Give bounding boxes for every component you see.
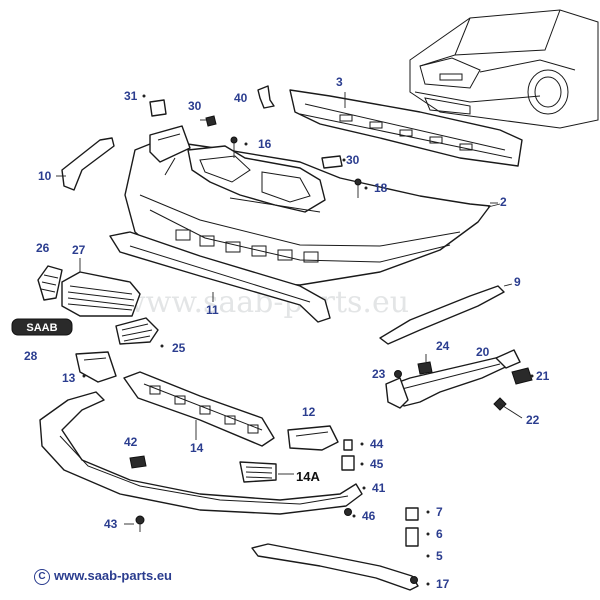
callouts: 2 3 5 6 7 9 10 11 12 13 14 14A 16 17 18 … xyxy=(24,75,550,591)
fastener-45 xyxy=(341,455,355,471)
fastener-43 xyxy=(135,515,145,532)
part-2-bumper-cover xyxy=(124,125,501,286)
part-13-bracket xyxy=(75,351,117,383)
callout-22: 22 xyxy=(526,413,540,427)
callout-9: 9 xyxy=(514,275,521,289)
callout-31: 31 xyxy=(124,89,138,103)
callout-44: 44 xyxy=(370,437,384,451)
callout-23: 23 xyxy=(372,367,386,381)
callout-30-upper: 30 xyxy=(188,99,202,113)
callout-12: 12 xyxy=(302,405,316,419)
part-27-grille xyxy=(61,258,141,317)
part-25-mesh xyxy=(115,317,159,345)
part-9-trim-strip xyxy=(379,283,513,345)
callout-3: 3 xyxy=(336,75,343,89)
part-3-impact-absorber xyxy=(289,89,523,167)
callout-11: 11 xyxy=(206,303,219,317)
fastener-6 xyxy=(405,527,419,547)
part-41-front-spoiler xyxy=(39,391,363,515)
part-21-clip xyxy=(511,367,533,385)
callout-26: 26 xyxy=(36,241,50,255)
callout-27: 27 xyxy=(72,243,86,257)
copyright-url[interactable]: www.saab-parts.eu xyxy=(54,568,172,583)
copyright-symbol: C xyxy=(34,568,50,585)
callout-17: 17 xyxy=(436,577,450,591)
fastener-17 xyxy=(410,576,418,584)
callout-16: 16 xyxy=(258,137,272,151)
part-22-bolt xyxy=(493,397,523,419)
callout-14a: 14A xyxy=(296,469,320,484)
part-20-bracket-assembly xyxy=(385,349,521,409)
callout-46: 46 xyxy=(362,509,376,523)
part-28-emblem: SAAB xyxy=(11,318,73,336)
part-12-fog-cover xyxy=(287,425,339,451)
callout-42: 42 xyxy=(124,435,138,449)
callout-5: 5 xyxy=(436,549,443,563)
callout-7: 7 xyxy=(436,505,443,519)
part-42-clip xyxy=(129,455,147,469)
fastener-23 xyxy=(394,370,402,378)
callout-13: 13 xyxy=(62,371,76,385)
callout-28: 28 xyxy=(24,349,38,363)
callout-10: 10 xyxy=(38,169,52,183)
car-illustration xyxy=(409,9,599,129)
part-14-lower-grille xyxy=(123,371,275,447)
callout-20: 20 xyxy=(476,345,490,359)
fastener-16 xyxy=(230,136,238,158)
callout-43: 43 xyxy=(104,517,118,531)
part-10-side-trim xyxy=(56,137,115,191)
part-30-clip-lower xyxy=(321,155,343,169)
fastener-46 xyxy=(344,508,352,516)
callout-24: 24 xyxy=(436,339,450,353)
fastener-7 xyxy=(405,507,419,521)
callout-18: 18 xyxy=(374,181,388,195)
part-5-side-trim xyxy=(251,543,419,591)
fastener-18 xyxy=(354,178,362,198)
callout-21: 21 xyxy=(536,369,550,383)
callout-41: 41 xyxy=(372,481,386,495)
callout-2: 2 xyxy=(500,195,507,209)
callout-25: 25 xyxy=(172,341,186,355)
part-24-clip xyxy=(417,361,433,375)
fastener-44 xyxy=(343,439,353,451)
part-11-lower-strip xyxy=(109,231,331,323)
part-40-clip xyxy=(257,85,275,109)
part-31-clip xyxy=(149,99,167,117)
part-26-small-grille xyxy=(37,265,63,301)
callout-30-lower: 30 xyxy=(346,153,360,167)
callout-45: 45 xyxy=(370,457,384,471)
callout-6: 6 xyxy=(436,527,443,541)
emblem-text: SAAB xyxy=(26,322,57,334)
part-30-clip-upper xyxy=(200,115,217,127)
callout-14: 14 xyxy=(190,441,204,455)
part-14a-small-grille xyxy=(239,461,277,483)
callout-40: 40 xyxy=(234,91,248,105)
